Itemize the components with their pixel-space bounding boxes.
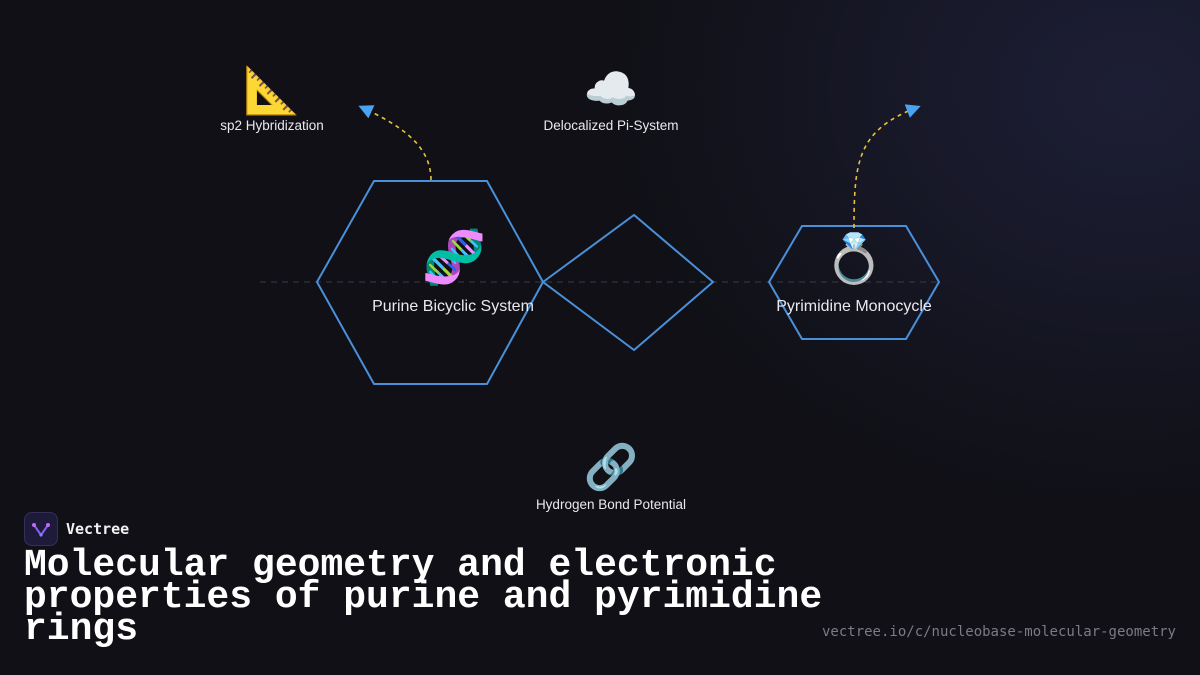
pyrimidine-label: Pyrimidine Monocycle xyxy=(776,298,932,315)
page-title: Molecular geometry and electronic proper… xyxy=(24,544,823,651)
brand: Vectree xyxy=(24,512,129,546)
sp2-label: sp2 Hybridization xyxy=(220,118,324,133)
triangular-ruler-icon: 📐 xyxy=(243,63,300,117)
ring-icon: 💍 xyxy=(824,231,884,287)
edge-purine-to-sp2 xyxy=(358,105,432,181)
dna-icon: 🧬 xyxy=(422,226,487,288)
edge-pyrimidine-to-pi xyxy=(853,104,921,229)
pi-system-label: Delocalized Pi-System xyxy=(543,118,678,133)
link-icon: 🔗 xyxy=(584,440,639,493)
cloud-icon: ☁️ xyxy=(584,64,639,115)
source-url[interactable]: vectree.io/c/nucleobase-molecular-geomet… xyxy=(821,624,1176,640)
brand-name: Vectree xyxy=(66,520,130,538)
hbond-label: Hydrogen Bond Potential xyxy=(536,497,686,512)
vectree-logo-icon xyxy=(24,512,58,546)
linker-diamond xyxy=(541,213,715,352)
pyrimidine-hexagon xyxy=(767,225,941,340)
purine-label: Purine Bicyclic System xyxy=(372,298,534,315)
